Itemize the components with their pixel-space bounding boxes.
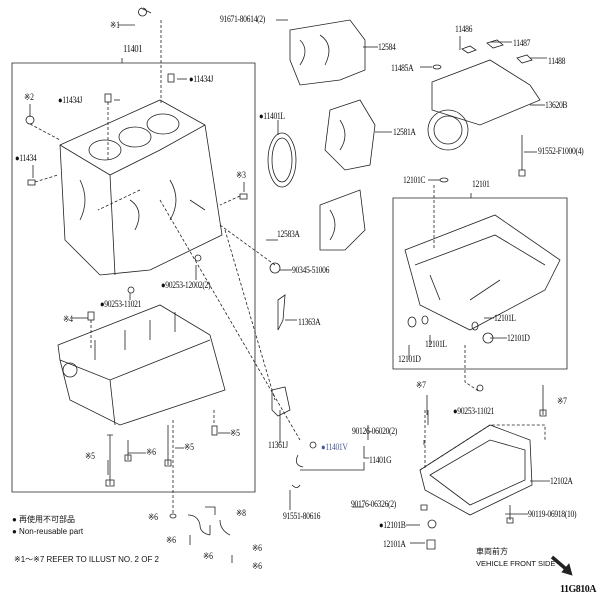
part-label-12583A[interactable]: 12583A [277,229,300,239]
part-label-12101L-a[interactable]: 12101L [494,313,516,323]
legend-nonreusable-jp: ● 再使用不可部品 [12,515,76,524]
part-label-90176-06326[interactable]: 90176-06326(2) [351,499,396,509]
part-label-11486[interactable]: 11486 [455,24,473,34]
part-label-90345-51006[interactable]: 90345-51006 [292,265,330,275]
ref-3-label: ※3 [236,170,246,180]
part-label-11488[interactable]: 11488 [548,56,566,66]
cylinder-block-lower [57,304,226,426]
ref-4-label: ※4 [63,314,73,324]
part-label-12101C[interactable]: 12101C [403,175,426,185]
ref-6-label-c: ※6 [166,535,176,545]
part-label-91551-80616[interactable]: 91551-80616 [283,511,321,521]
ref-5-label-c: ※5 [184,442,194,452]
part-label-12102A[interactable]: 12102A [550,476,573,486]
part-label-90119-06918[interactable]: 90119-06918(10) [528,509,577,519]
oil-pan-lower [419,384,547,550]
ref-8-label: ※8 [236,508,246,518]
part-label-12101[interactable]: 12101 [472,179,490,189]
ref-7-label-a: ※7 [416,380,426,390]
ref-6-label-b: ※6 [148,512,158,522]
part-label-11401[interactable]: 11401 [123,44,143,55]
part-label-11401V[interactable]: ●11401V [321,442,348,452]
ref-2-label: ※2 [24,92,34,102]
legend-refer-note: ※1～※7 REFER TO ILLUST NO. 2 OF 2 [14,555,160,564]
part-label-12101A[interactable]: 12101A [383,539,406,549]
ref-7-label-b: ※7 [557,396,567,406]
part-label-12101D-b[interactable]: 12101D [398,354,421,364]
cylinder-block-upper [59,99,223,276]
part-label-11434[interactable]: ●11434 [15,153,37,163]
ref-5-label-a: ※5 [230,428,240,438]
leader-lines [29,20,546,515]
part-label-90253-11021-a[interactable]: ●90253-11021 [100,299,142,309]
part-label-12584[interactable]: 12584 [378,42,396,52]
label-leaders [29,19,550,544]
timing-covers [267,19,376,488]
part-label-12101L-b[interactable]: 12101L [425,339,447,349]
part-label-11434J-a[interactable]: ●11434J [189,74,214,84]
part-label-13620B[interactable]: 13620B [545,100,568,110]
part-label-11401L[interactable]: ●11401L [259,111,285,121]
oilpan-group-box [392,193,568,370]
ref-6-label-d: ※6 [203,551,213,561]
ref-6-label-e: ※6 [252,543,262,553]
part-label-12581A[interactable]: 12581A [393,127,416,137]
part-label-90253-11021-b[interactable]: ●90253-11021 [453,406,495,416]
part-label-11401G[interactable]: 11401G [369,455,392,465]
arrow-down-right-icon [550,555,573,576]
block-group-box [11,58,256,493]
part-label-11434J-b[interactable]: ●11434J [58,95,83,105]
part-label-90253-12002[interactable]: ●90253-12002(2) [161,280,211,290]
ref-5-label-b: ※5 [85,451,95,461]
ref-6-label-f: ※6 [252,561,262,571]
balance-shaft-assembly [427,39,541,183]
vehicle-front-jp: 車両前方 [476,547,508,556]
block-small-parts [25,7,248,563]
part-label-11487[interactable]: 11487 [513,38,531,48]
ref-1-label: ※1 [110,20,120,30]
oil-pan-upper [404,214,561,344]
ref-6-label-a: ※6 [146,447,156,457]
part-label-91671-80614[interactable]: 91671-80614(2) [220,14,265,24]
part-label-91552-F1000[interactable]: 91552-F1000(4) [538,146,584,156]
part-label-11363A[interactable]: 11363A [298,317,321,327]
part-label-11485A[interactable]: 11485A [391,63,414,73]
part-label-11361J[interactable]: 11361J [268,440,288,450]
legend-nonreusable-en: ● Non-reusable part [12,527,84,536]
vehicle-front-en: VEHICLE FRONT SIDE [476,559,556,568]
illustration-code: 11G810A [560,584,596,595]
part-label-12101B[interactable]: ●12101B [379,520,406,530]
part-label-12101D-a[interactable]: 12101D [507,333,530,343]
part-label-90126-06020[interactable]: 90126-06020(2) [352,426,397,436]
